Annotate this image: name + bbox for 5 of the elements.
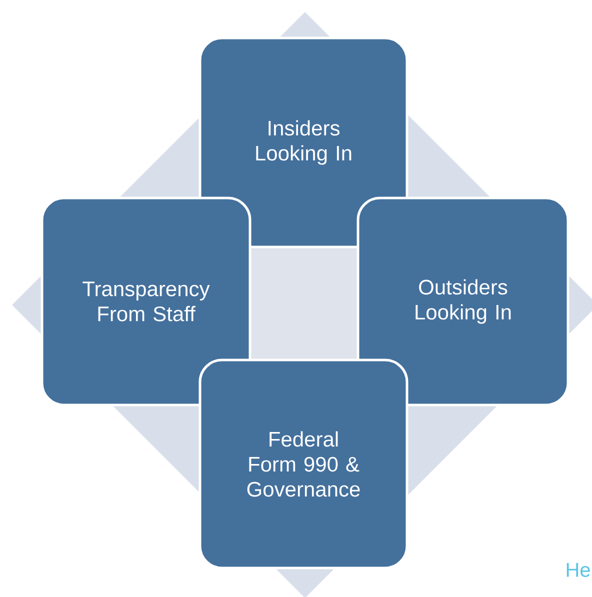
footer-text: He xyxy=(566,563,590,577)
center-square xyxy=(250,247,358,360)
rounded-box: Federal Form 990 & Governance xyxy=(198,358,408,570)
rounded-box: Outsiders Looking In xyxy=(356,196,570,406)
rounded-box: Transparency From Staff xyxy=(40,196,252,406)
